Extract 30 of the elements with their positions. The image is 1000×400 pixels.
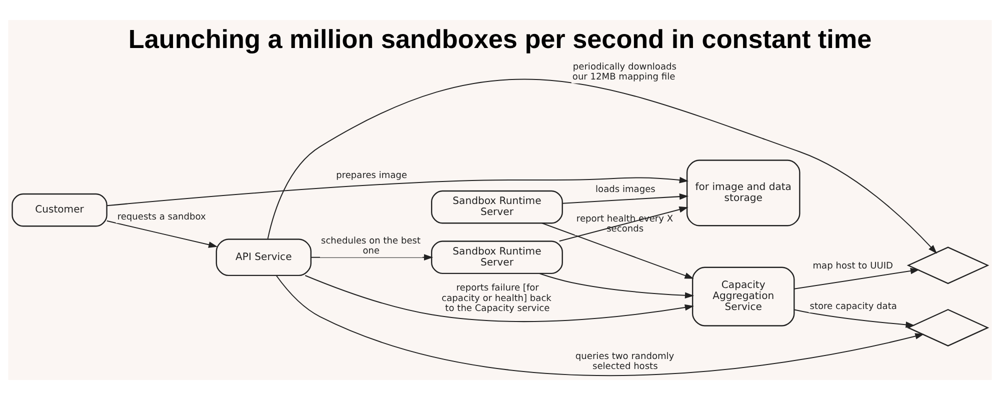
arrow	[106, 220, 218, 248]
node-diamond	[906, 246, 990, 284]
arrow	[794, 309, 915, 328]
arrow	[276, 275, 924, 376]
edge-label: report health every X seconds	[576, 214, 674, 234]
arrow	[559, 206, 688, 242]
edge-label: reports failure [for capacity or health] back to the Capacity service	[442, 284, 552, 314]
edge-label: map host to UUID	[812, 262, 893, 272]
node-box: Sandbox Runtime Server	[431, 190, 563, 224]
arrow	[794, 268, 920, 290]
diagram-title: Launching a million sandboxes per second in constant time	[128, 24, 872, 54]
arrow	[542, 222, 694, 279]
arrow	[107, 176, 689, 206]
arrow	[311, 254, 434, 260]
edge-label: queries two randomly selected hosts	[575, 352, 674, 372]
arrow	[562, 193, 689, 204]
edge-label: requests a sandbox	[117, 212, 206, 222]
arrow	[305, 275, 694, 322]
edge-label: schedules on the best one	[320, 236, 421, 257]
arrow	[539, 273, 694, 299]
edge-label: store capacity data	[810, 302, 897, 312]
edge-label: loads images	[596, 185, 656, 196]
node-box: Capacity Aggregation Service	[692, 266, 795, 326]
node-box: Sandbox Runtime Server	[431, 240, 563, 274]
arrow	[267, 78, 938, 254]
edge-label: periodically downloads our 12MB mapping file	[572, 62, 676, 83]
node-box: Customer	[12, 193, 108, 227]
edge-label: prepares image	[336, 171, 408, 182]
node-box: API Service	[216, 238, 312, 276]
node-box: for image and data storage	[686, 160, 800, 226]
